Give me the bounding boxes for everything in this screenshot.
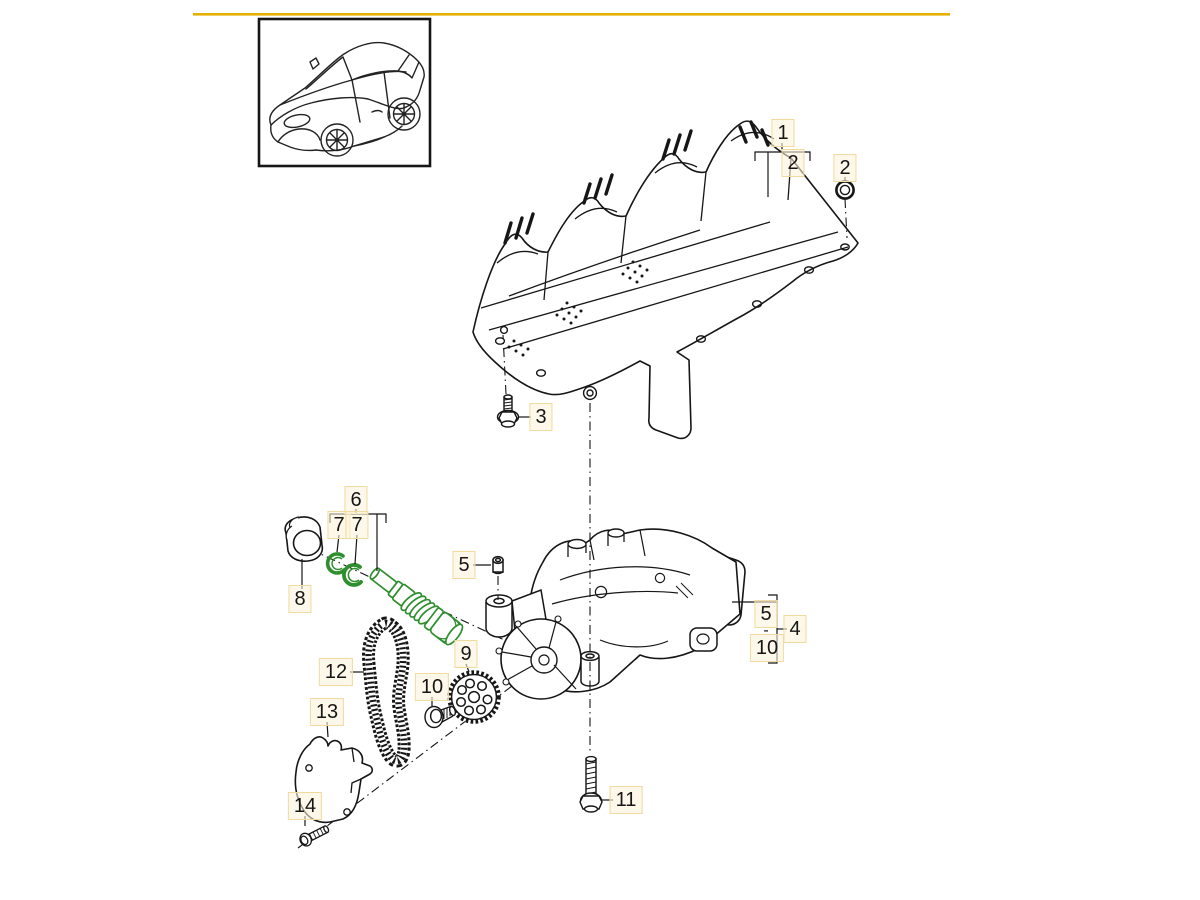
bolt-3-drawing <box>496 394 520 428</box>
callout-4[interactable]: 4 <box>783 615 807 643</box>
bolt-11-drawing <box>579 755 603 813</box>
callout-8[interactable]: 8 <box>288 585 312 613</box>
baffle-plate-drawing <box>472 120 859 440</box>
callout-2b[interactable]: 2 <box>833 154 857 182</box>
callout-13[interactable]: 13 <box>309 698 345 726</box>
balance-shaft-drawing[interactable] <box>365 562 466 648</box>
callout-5a[interactable]: 5 <box>452 551 476 579</box>
callout-5b[interactable]: 5 <box>754 600 778 628</box>
timing-chain-drawing <box>362 616 411 768</box>
callout-range[interactable]: - <box>763 622 769 639</box>
pump-cover <box>495 615 582 700</box>
snap-ring-7a-drawing <box>325 552 346 575</box>
plug-drawing <box>492 555 504 575</box>
callout-1[interactable]: 1 <box>771 119 795 147</box>
sprocket-axis-line <box>297 660 546 849</box>
snap-ring-7b-drawing <box>342 563 363 587</box>
accent-rule <box>193 13 950 16</box>
callout-6[interactable]: 6 <box>344 486 368 514</box>
oil-pump-assembly-drawing <box>485 528 746 700</box>
car-sketch-icon <box>269 41 425 157</box>
callout-7b[interactable]: 7 <box>345 511 369 539</box>
spring-coil <box>400 592 440 625</box>
callout-9[interactable]: 9 <box>454 640 478 668</box>
oring-align-line <box>844 198 848 239</box>
callout-12[interactable]: 12 <box>318 658 354 686</box>
sprocket-drawing <box>447 670 501 724</box>
alignment-dash-lines <box>497 198 848 754</box>
callout-2a[interactable]: 2 <box>781 149 805 177</box>
bolt-14-drawing <box>299 825 330 847</box>
cap-drawing <box>284 516 324 562</box>
bolt-10-drawing <box>424 705 457 729</box>
vehicle-thumbnail-box[interactable] <box>257 17 432 168</box>
callout-11[interactable]: 11 <box>609 786 643 814</box>
leader-7b <box>354 534 358 565</box>
perforation-dots <box>507 260 649 357</box>
callout-10[interactable]: 10 <box>414 673 450 701</box>
callout-3[interactable]: 3 <box>529 403 553 431</box>
callout-10b[interactable]: 10 <box>749 634 785 662</box>
callout-14[interactable]: 14 <box>287 792 323 820</box>
